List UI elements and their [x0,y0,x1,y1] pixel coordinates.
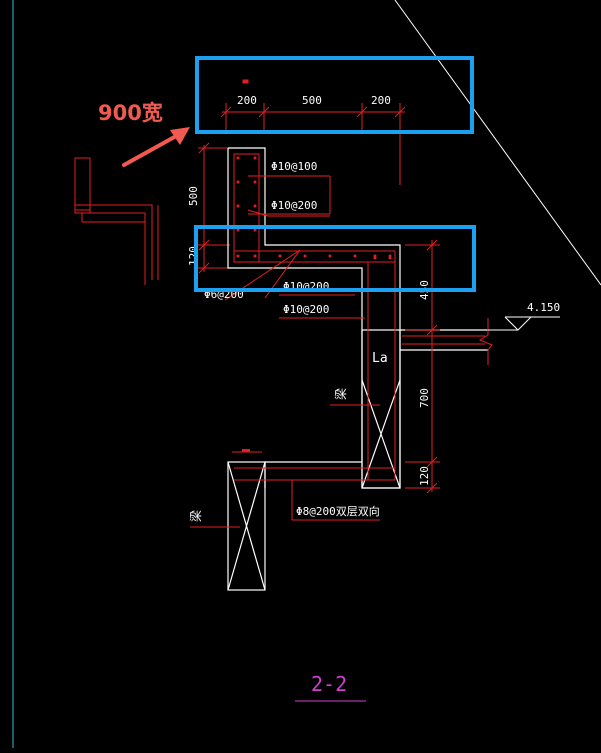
right-dimension [405,239,440,494]
beam-label-2: 梁 [188,510,203,522]
la-label: La [372,351,388,366]
dim-left-upper: 500 [187,186,200,206]
left-dimension [198,142,230,274]
highlight-box-middle [194,225,476,292]
section-title: 2-2 [311,672,347,696]
annotation-label: 900宽 [98,101,163,125]
elevation-marker [488,316,560,331]
dim-right-middle: 700 [418,388,431,408]
dim-top-right: 200 [371,94,391,107]
rebar-dots [236,156,392,260]
dim-top-left: 200 [237,94,257,107]
beam-label-1: 梁 [333,388,348,400]
dim-top-middle: 500 [302,94,322,107]
rebar-leaders [190,175,380,528]
highlight-box-top [195,56,474,134]
structure-outline [227,147,488,591]
annotation-arrow [122,127,190,167]
lower-beam-tag-mark [242,449,250,452]
rebar-label-2: Φ10@200 [271,199,317,212]
rebar-label-6: Φ8@200双层双向 [296,504,380,518]
elevation-value: 4.150 [527,301,560,314]
top-dimension [220,79,406,185]
dim-right-lower: 120 [418,466,431,486]
dim-left-lower: 120 [187,246,200,266]
rebar-label-1: Φ10@100 [271,160,317,173]
left-detail-sketch [74,157,159,285]
rebar-label-4: Φ10@200 [283,303,329,316]
diagonal-reference-line [394,0,601,286]
